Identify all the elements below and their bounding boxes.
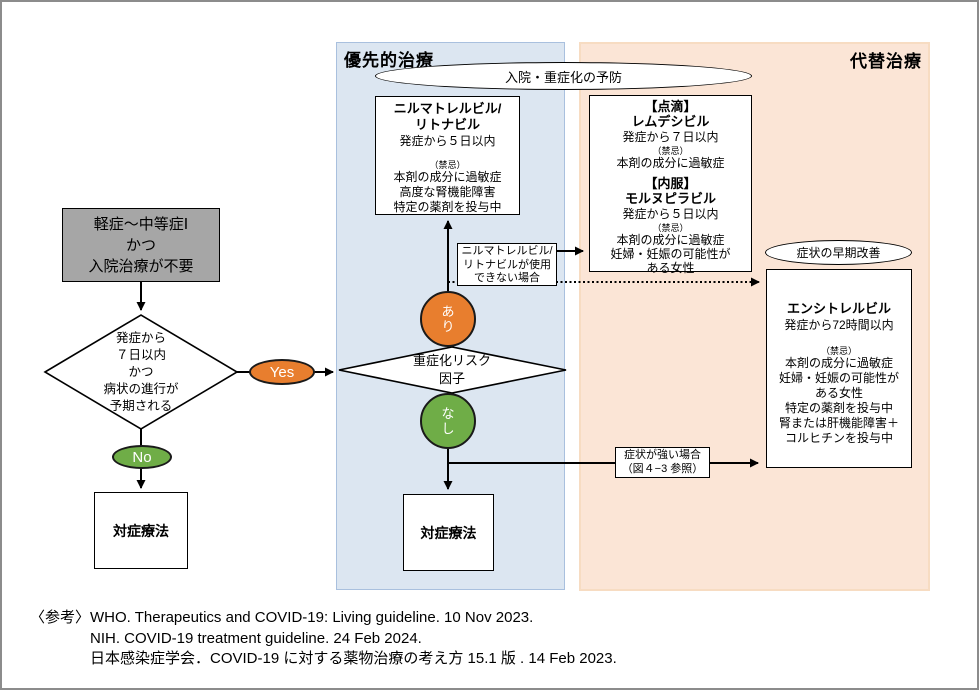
prevention-ellipse: 入院・重症化の予防 bbox=[375, 62, 752, 90]
cannot-use-label-box: ニルマトレルビル/ リトナビルが使用 できない場合 bbox=[457, 243, 557, 286]
references-list: WHO. Therapeutics and COVID-19: Living g… bbox=[90, 608, 617, 670]
no-branch-label: No bbox=[112, 445, 172, 469]
symptomatic-treatment-box-left: 対症療法 bbox=[94, 492, 188, 569]
priority-panel-title: 優先的治療 bbox=[344, 51, 434, 70]
start-line: 軽症〜中等症Ⅰ bbox=[93, 216, 189, 233]
early-improvement-ellipse: 症状の早期改善 bbox=[765, 240, 912, 265]
reference-item: 日本感染症学会．COVID-19 に対する薬物治療の考え方 15.1 版 . 1… bbox=[90, 650, 617, 667]
decision-risk-diamond bbox=[338, 346, 567, 394]
decision-onset-text: 発症から ７日以内 かつ 病状の進行が 予期される bbox=[103, 331, 179, 413]
symptomatic-treatment-box-mid: 対症療法 bbox=[403, 494, 494, 571]
yes-branch-label: Yes bbox=[249, 359, 315, 385]
risk-present-circle: あり bbox=[420, 291, 476, 347]
strong-symptoms-label-box: 症状が強い場合 （図４−3 参照） bbox=[615, 447, 710, 478]
references-label: 〈参考〉 bbox=[30, 609, 91, 626]
nirmatrelvir-ritonavir-box: ニルマトレルビル/ リトナビル 発症から５日以内 （禁忌） 本剤の成分に過敏症 … bbox=[375, 96, 520, 215]
start-condition-box: 軽症〜中等症Ⅰ かつ 入院治療が不要 bbox=[62, 208, 220, 282]
ensitrelvir-box: エンシトレルビル 発症から72時間以内 （禁忌） 本剤の成分に過敏症 妊婦・妊娠… bbox=[766, 269, 912, 468]
start-line: かつ bbox=[125, 237, 156, 254]
references: 〈参考〉 WHO. Therapeutics and COVID-19: Liv… bbox=[30, 608, 617, 670]
remdesivir-molnupiravir-box: 【点滴】 レムデシビル 発症から７日以内 （禁忌） 本剤の成分に過敏症 【内服】… bbox=[589, 95, 752, 275]
reference-item: WHO. Therapeutics and COVID-19: Living g… bbox=[90, 609, 534, 626]
risk-absent-circle: なし bbox=[420, 393, 476, 449]
alternative-panel-title: 代替治療 bbox=[850, 52, 922, 71]
decision-onset-diamond bbox=[43, 314, 239, 430]
decision-risk-text: 重症化リスク 因子 bbox=[412, 353, 491, 386]
start-line: 入院治療が不要 bbox=[88, 258, 194, 275]
reference-item: NIH. COVID-19 treatment guideline. 24 Fe… bbox=[90, 629, 422, 647]
